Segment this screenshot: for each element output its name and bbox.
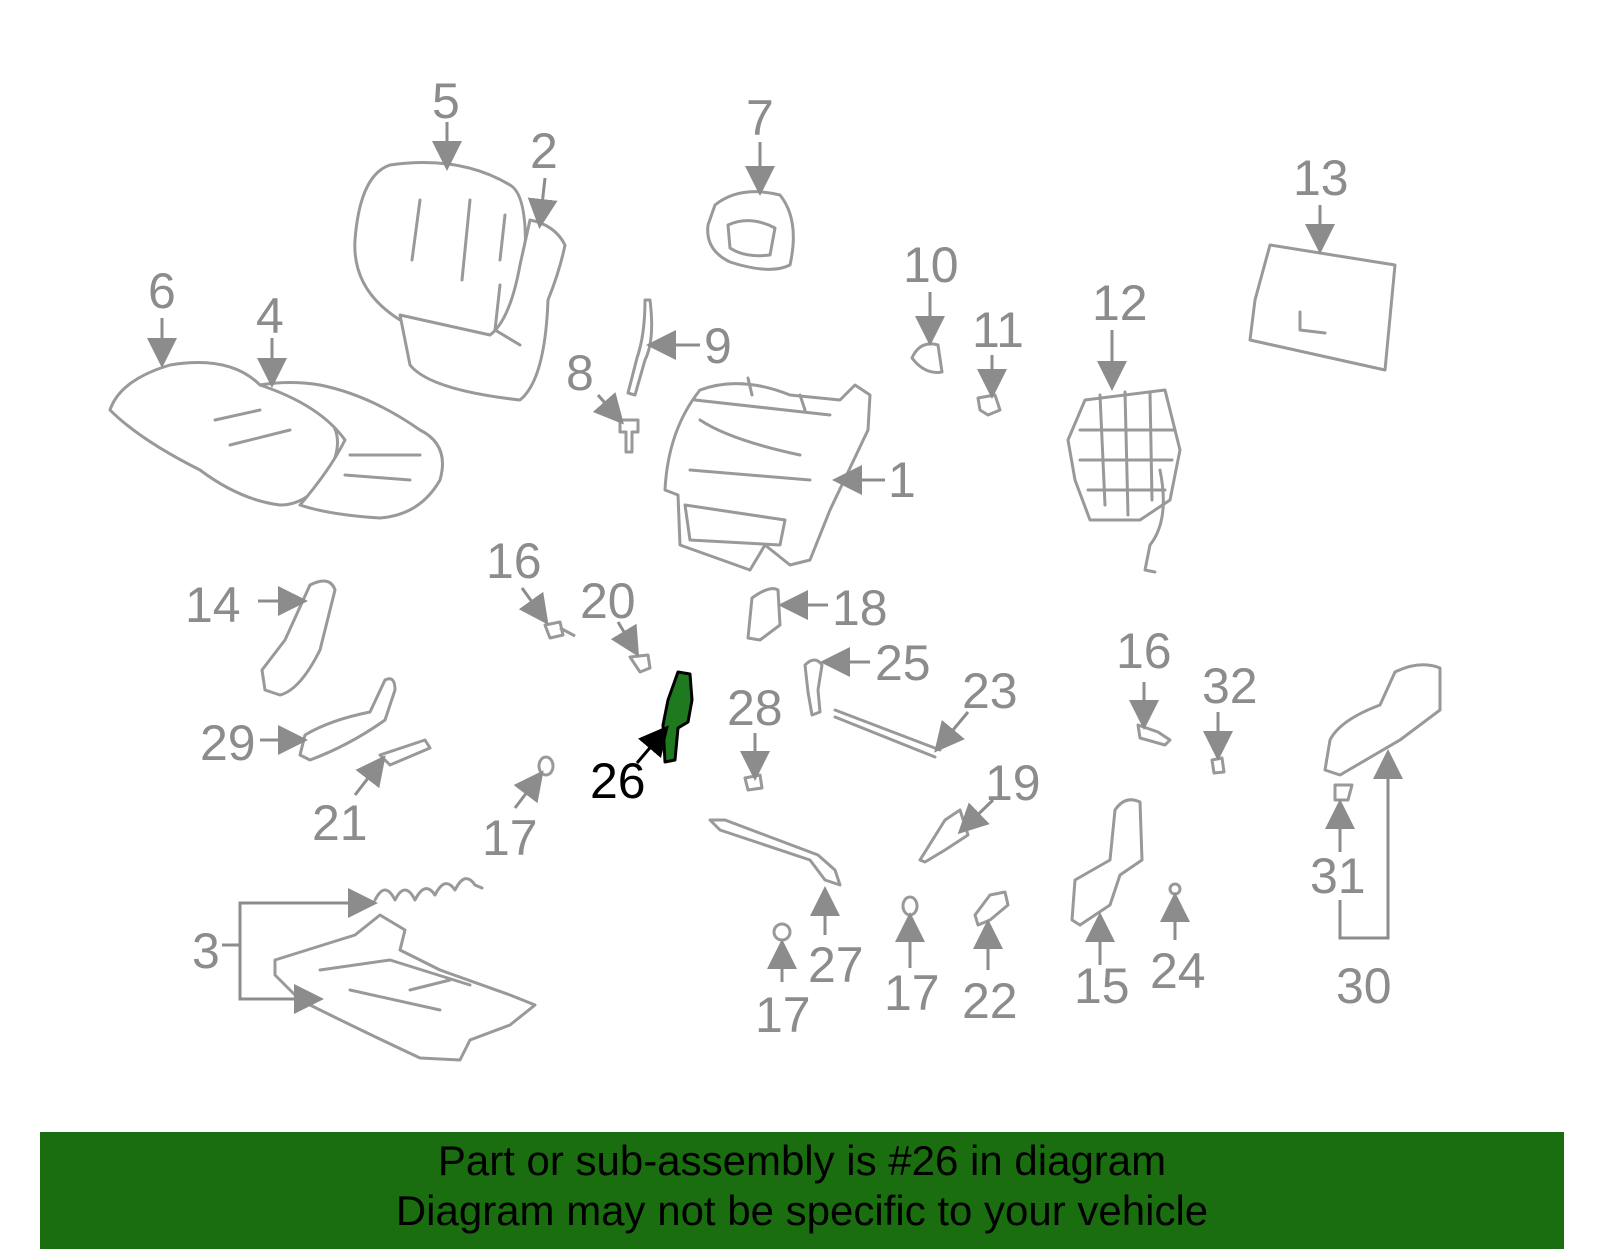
callout-17-b: 17 bbox=[755, 987, 811, 1043]
callout-14: 14 bbox=[185, 577, 241, 633]
part-8-bolt bbox=[618, 418, 640, 454]
part-29-track-cover bbox=[298, 677, 397, 762]
part-16-bolt-right bbox=[1136, 723, 1172, 747]
part-14-bracket bbox=[260, 579, 337, 697]
callout-24: 24 bbox=[1150, 943, 1206, 999]
part-17-plug-b bbox=[772, 922, 792, 942]
callout-29: 29 bbox=[200, 715, 256, 771]
callout-18: 18 bbox=[832, 580, 888, 636]
callout-16-right: 16 bbox=[1116, 623, 1172, 679]
callout-13: 13 bbox=[1293, 150, 1349, 206]
callout-2: 2 bbox=[530, 123, 558, 179]
callout-16-left: 16 bbox=[486, 533, 542, 589]
callout-7: 7 bbox=[746, 90, 774, 146]
callout-28: 28 bbox=[727, 680, 783, 736]
part-17-plug-c bbox=[901, 895, 919, 917]
callout-19: 19 bbox=[985, 755, 1041, 811]
info-banner: Part or sub-assembly is #26 in diagram D… bbox=[40, 1132, 1564, 1249]
part-30-side-trim bbox=[1323, 663, 1442, 777]
part-27-wire bbox=[708, 818, 842, 887]
callout-6: 6 bbox=[148, 263, 176, 319]
part-9-guide bbox=[626, 298, 654, 397]
part-7-headrest bbox=[706, 190, 795, 271]
part-16-bolt-left bbox=[543, 620, 576, 640]
part-3-springs bbox=[373, 877, 484, 902]
callout-17-c: 17 bbox=[884, 965, 940, 1021]
part-18-bracket bbox=[746, 587, 782, 642]
part-25-link bbox=[803, 658, 824, 717]
part-2-seatback-pad bbox=[398, 218, 567, 402]
callout-25: 25 bbox=[875, 635, 931, 691]
part-12-motor-assembly bbox=[1066, 388, 1182, 574]
callout-3: 3 bbox=[192, 923, 220, 979]
part-15-cover bbox=[1070, 798, 1144, 927]
part-26-highlighted bbox=[661, 670, 694, 764]
callout-11: 11 bbox=[972, 302, 1024, 358]
part-22-bracket bbox=[973, 890, 1010, 927]
banner-line-2: Diagram may not be specific to your vehi… bbox=[395, 1187, 1209, 1234]
part-24-pin bbox=[1168, 882, 1182, 896]
part-32-clip bbox=[1210, 756, 1226, 775]
callout-30: 30 bbox=[1336, 958, 1392, 1014]
part-5-seatback-cover bbox=[353, 161, 527, 337]
callout-1: 1 bbox=[888, 452, 916, 508]
callout-22: 22 bbox=[962, 973, 1018, 1029]
part-23-rod bbox=[833, 708, 942, 759]
part-28-clip bbox=[743, 773, 764, 792]
callout-15: 15 bbox=[1074, 958, 1130, 1014]
part-21-latch bbox=[378, 738, 432, 767]
part-6-seat-cushion-cover bbox=[108, 361, 339, 507]
banner-line-1: Part or sub-assembly is #26 in diagram bbox=[437, 1137, 1167, 1184]
part-31-clip bbox=[1333, 783, 1354, 802]
callout-5: 5 bbox=[432, 73, 460, 129]
parts-diagram: 1 2 3 4 5 6 7 8 9 10 11 12 13 14 15 16 1… bbox=[108, 73, 1442, 1062]
part-1-seat-frame bbox=[663, 376, 872, 572]
callout-20: 20 bbox=[580, 573, 636, 629]
callout-31: 31 bbox=[1310, 848, 1366, 904]
part-3-seat-pan bbox=[273, 913, 537, 1062]
part-17-plug-a bbox=[537, 755, 555, 777]
callout-8: 8 bbox=[566, 345, 594, 401]
callout-labels: 1 2 3 4 5 6 7 8 9 10 11 12 13 14 15 16 1… bbox=[148, 73, 1392, 1043]
callout-32: 32 bbox=[1202, 658, 1258, 714]
callout-26-highlighted: 26 bbox=[590, 753, 646, 809]
part-19-bracket bbox=[918, 808, 970, 864]
callout-17-a: 17 bbox=[482, 810, 538, 866]
callout-10: 10 bbox=[903, 237, 959, 293]
part-20-bolt bbox=[628, 653, 652, 674]
callout-12: 12 bbox=[1092, 275, 1148, 331]
leader-arrows bbox=[147, 122, 1403, 1014]
part-10-cover bbox=[910, 342, 944, 374]
callout-23: 23 bbox=[962, 663, 1018, 719]
callout-21: 21 bbox=[312, 795, 368, 851]
callout-4: 4 bbox=[256, 288, 284, 344]
callout-27: 27 bbox=[808, 937, 864, 993]
part-13-panel bbox=[1248, 243, 1397, 372]
part-4-seat-cushion-pad bbox=[258, 381, 444, 520]
part-11-clip bbox=[976, 393, 1002, 417]
callout-9: 9 bbox=[704, 318, 732, 374]
